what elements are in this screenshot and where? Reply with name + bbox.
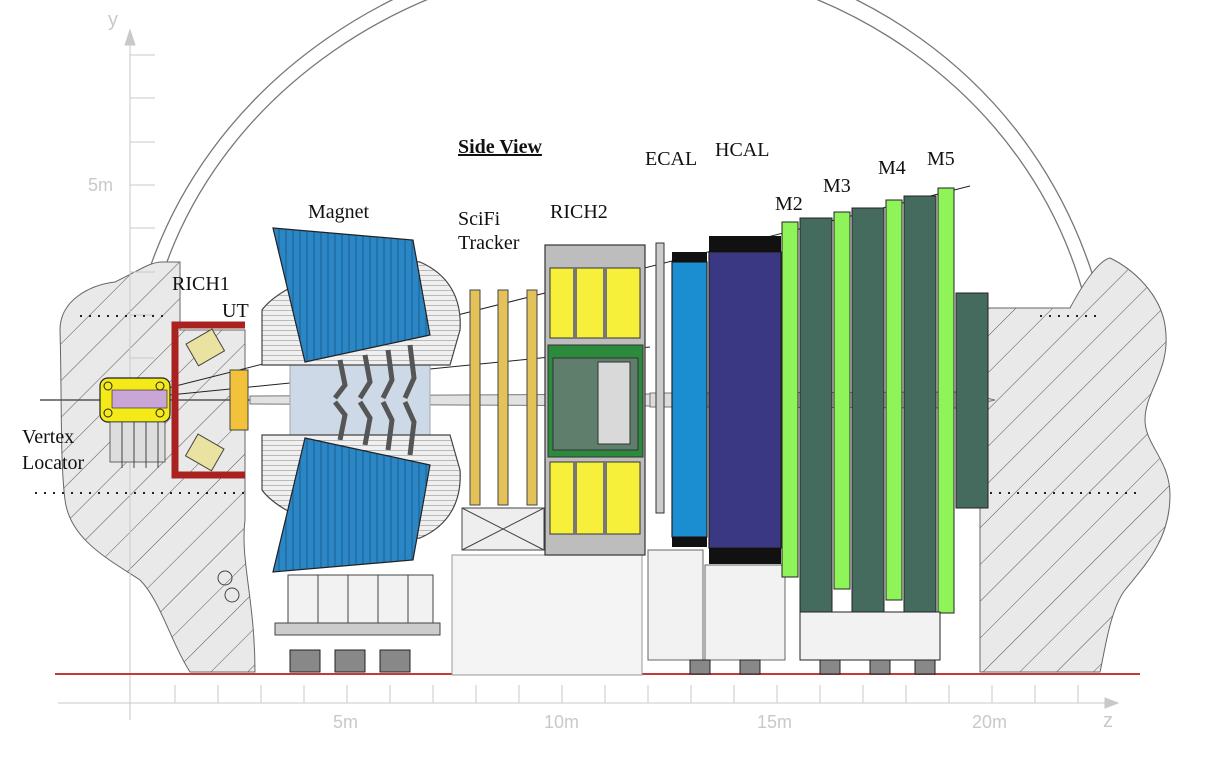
z-tick-label-5m: 5m: [333, 712, 359, 732]
y-tick-label-5m: 5m: [88, 175, 114, 195]
label-ecal: ECAL: [645, 148, 698, 170]
z-tick-label-10m: 10m: [544, 712, 580, 732]
z-tick-label-20m: 20m: [972, 712, 1008, 732]
hcal: [704, 236, 786, 661]
z-tick-label-15m: 15m: [757, 712, 793, 732]
label-m5: M5: [927, 148, 955, 170]
z-axis: [58, 685, 1120, 709]
label-scifi-line2: Tracker: [458, 232, 520, 254]
y-axis-label: y: [108, 9, 118, 31]
ecal: [647, 242, 708, 661]
cavern-wall-right: [979, 257, 1171, 673]
scifi-tracker: [451, 289, 643, 676]
label-ut: UT: [222, 300, 249, 322]
tunnel-circles: [217, 570, 240, 603]
rich1-detector: [171, 321, 249, 479]
label-hcal: HCAL: [715, 139, 770, 161]
label-rich2: RICH2: [550, 201, 608, 223]
label-rich1: RICH1: [172, 273, 230, 295]
rich2-detector: [544, 244, 646, 556]
label-m4: M4: [878, 157, 906, 179]
magnet: [261, 227, 461, 673]
vertex-locator: [99, 377, 171, 468]
label-magnet: Magnet: [308, 201, 370, 223]
z-axis-label: z: [1103, 710, 1113, 732]
dotted-reference-lines: [35, 315, 1140, 494]
diagram-title: Side View: [458, 136, 542, 158]
label-vertex-locator-line2: Locator: [22, 452, 85, 474]
label-m3: M3: [823, 175, 851, 197]
label-m2: M2: [775, 193, 803, 215]
cavern-dome: [139, 0, 1101, 301]
floor-supports: [689, 659, 936, 675]
label-vertex-locator-line1: Vertex: [22, 426, 75, 448]
muon-stations: [781, 187, 989, 661]
label-scifi-line1: SciFi: [458, 208, 501, 230]
